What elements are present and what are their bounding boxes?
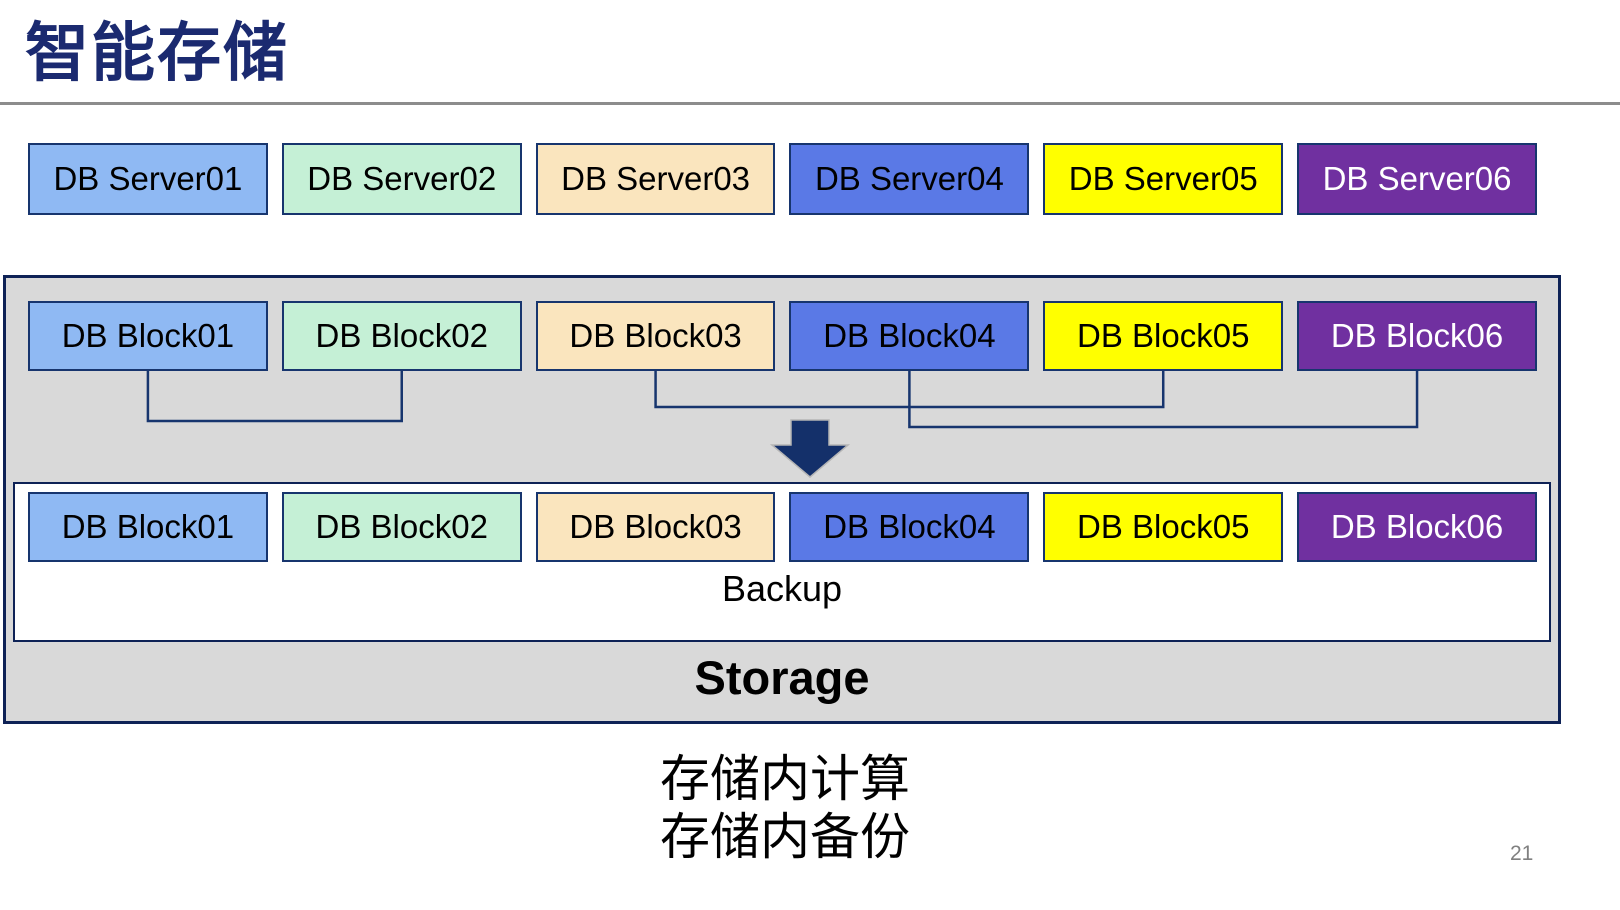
server-box-6: DB Server06 <box>1297 143 1537 215</box>
block-top-5: DB Block05 <box>1043 301 1284 371</box>
block-top-4: DB Block04 <box>789 301 1030 371</box>
block-bottom-1: DB Block01 <box>28 492 268 562</box>
block-bottom-5: DB Block05 <box>1043 492 1284 562</box>
backup-container <box>13 482 1551 642</box>
server-box-2: DB Server02 <box>281 143 522 215</box>
server-box-5: DB Server05 <box>1043 143 1284 215</box>
title-divider <box>0 102 1620 105</box>
caption: 存储内计算 存储内备份 <box>660 750 910 866</box>
server-box-3: DB Server03 <box>535 143 776 215</box>
caption-line-2: 存储内备份 <box>660 809 910 865</box>
block-top-6: DB Block06 <box>1297 301 1537 371</box>
block-bottom-4: DB Block04 <box>789 492 1030 562</box>
block-top-1: DB Block01 <box>28 301 268 371</box>
block-top-2: DB Block02 <box>281 301 522 371</box>
block-row-top: DB Block01 DB Block02 DB Block03 DB Bloc… <box>28 301 1537 371</box>
backup-label: Backup <box>721 568 843 609</box>
block-bottom-6: DB Block06 <box>1297 492 1537 562</box>
storage-label: Storage <box>694 651 870 704</box>
server-box-1: DB Server01 <box>28 143 268 215</box>
block-bottom-3: DB Block03 <box>535 492 776 562</box>
caption-line-1: 存储内计算 <box>660 751 910 807</box>
page-number: 21 <box>1510 842 1534 865</box>
block-top-3: DB Block03 <box>535 301 776 371</box>
server-box-4: DB Server04 <box>789 143 1030 215</box>
page-title: 智能存储 <box>25 17 289 89</box>
server-row: DB Server01 DB Server02 DB Server03 DB S… <box>28 143 1537 215</box>
block-row-bottom: DB Block01 DB Block02 DB Block03 DB Bloc… <box>28 492 1537 562</box>
block-bottom-2: DB Block02 <box>281 492 522 562</box>
